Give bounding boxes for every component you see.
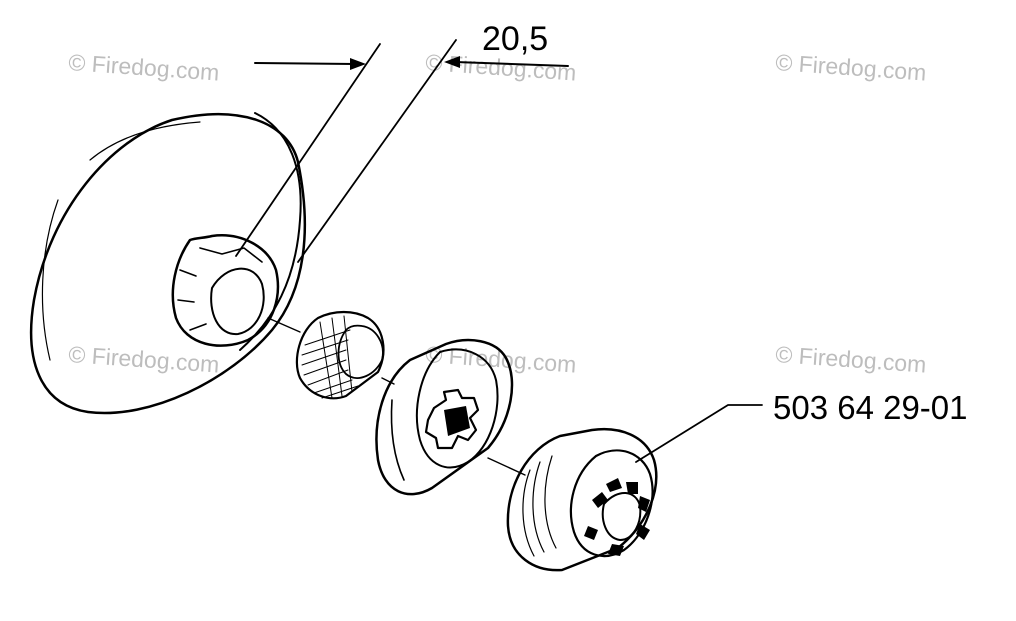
dimension-label: 20,5 xyxy=(482,20,548,58)
dimension-arrow-right xyxy=(444,56,460,68)
watermark: © Firedog.com xyxy=(775,49,928,85)
assembly-axis xyxy=(267,317,526,476)
clutch-drum xyxy=(30,112,306,415)
drum-hub xyxy=(171,234,280,347)
watermark: © Firedog.com xyxy=(775,341,928,377)
watermark: © Firedog.com xyxy=(425,341,578,377)
dimension-arrow-left xyxy=(350,58,366,70)
needle-bearing xyxy=(295,310,385,400)
sprocket-spline xyxy=(424,388,480,450)
spur-sprocket xyxy=(375,338,514,496)
part-number-label: 503 64 29-01 xyxy=(773,389,968,426)
watermark: © Firedog.com xyxy=(68,341,221,377)
part-number-callout: 503 64 29-01 xyxy=(635,389,968,463)
rim-sprocket-bore xyxy=(584,478,650,556)
dimension-annotation: 20,5 xyxy=(235,20,569,263)
watermark: © Firedog.com xyxy=(68,49,221,85)
rim-sprocket xyxy=(506,427,658,572)
